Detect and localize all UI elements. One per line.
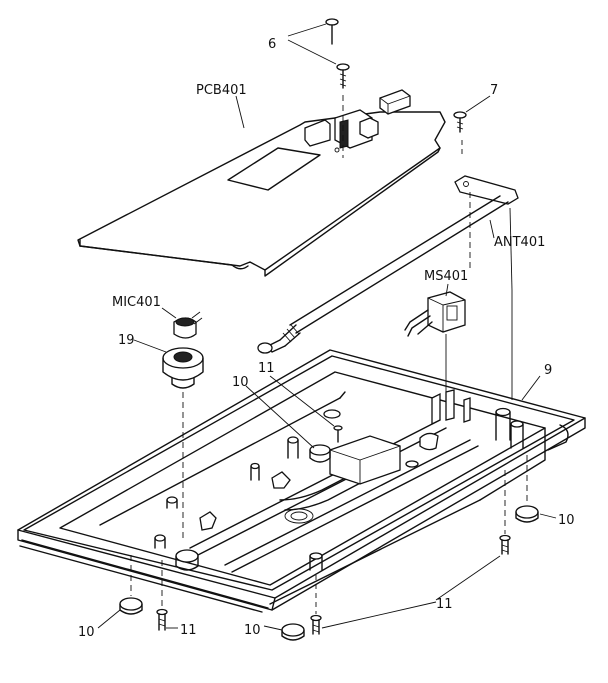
screw-11-left xyxy=(156,560,168,631)
foot-left xyxy=(119,555,143,615)
label-screws-bottom: 11 xyxy=(436,597,453,612)
leader-lines xyxy=(97,23,557,631)
label-post-right: 9 xyxy=(544,363,552,378)
label-foot-right: 10 xyxy=(558,513,575,528)
antenna xyxy=(257,175,519,400)
screw-11-right xyxy=(499,470,511,555)
label-foot-left: 10 xyxy=(78,625,95,640)
label-screws-top: 6 xyxy=(268,37,276,52)
foot-right xyxy=(515,455,539,523)
microphone xyxy=(173,311,203,339)
label-pcb: PCB401 xyxy=(196,83,247,98)
label-microphone: MIC401 xyxy=(112,295,161,310)
screw-11-mid xyxy=(333,425,343,443)
label-screw-right: 7 xyxy=(490,83,498,98)
screw-11-bottom xyxy=(310,575,322,635)
label-foot-bottom-mid: 10 xyxy=(244,623,261,638)
label-antenna: ANT401 xyxy=(494,235,545,250)
label-screw-bottom-left: 11 xyxy=(180,623,197,638)
label-screw-mid: 11 xyxy=(258,361,275,376)
screw-7 xyxy=(453,111,467,158)
switch-ms401 xyxy=(404,291,466,395)
label-holder: 19 xyxy=(118,333,135,348)
label-switch: MS401 xyxy=(424,269,468,284)
foot-bottom-mid xyxy=(281,623,305,641)
screws-6 xyxy=(325,18,350,158)
label-standoff-left: 10 xyxy=(232,375,249,390)
pcb-board xyxy=(77,89,446,277)
holder-19 xyxy=(162,347,204,540)
case-housing xyxy=(17,349,586,613)
